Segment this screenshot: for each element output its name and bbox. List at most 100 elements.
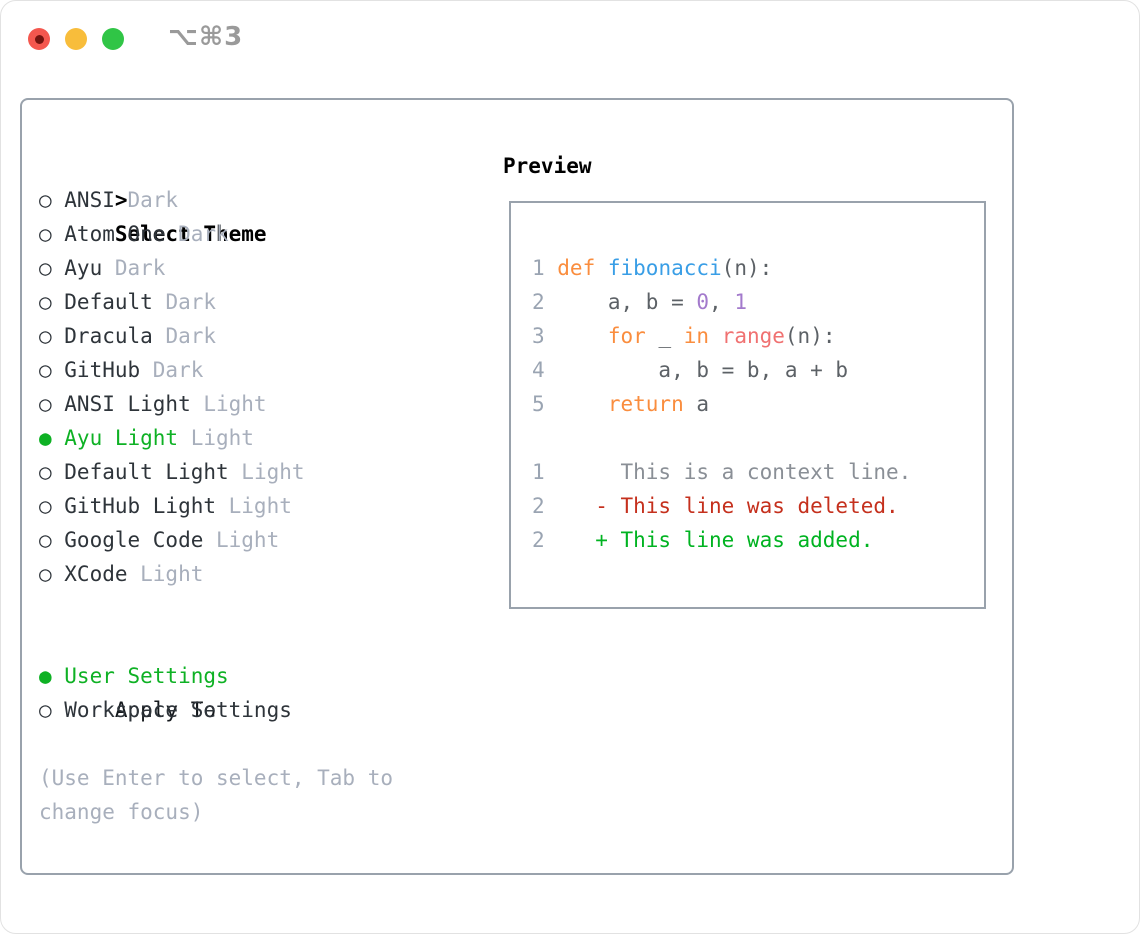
option-label: GitHub — [64, 358, 141, 382]
code-token — [709, 324, 722, 348]
theme-variant-label: Light — [216, 494, 292, 518]
radio-selected-icon: ● — [39, 664, 52, 688]
line-number: 3 — [532, 324, 545, 348]
radio-selected-icon: ● — [39, 426, 52, 450]
radio-unselected-icon: ○ — [39, 290, 52, 314]
code-line: 5 return a — [532, 387, 984, 421]
option-label: Ayu Light — [64, 426, 179, 450]
apply-option[interactable]: ●User Settings — [39, 659, 292, 693]
code-line: 2 a, b = 0, 1 — [532, 285, 984, 319]
theme-list: > Select Theme ○ANSI Dark○Atom One Dark○… — [39, 149, 305, 591]
theme-variant-label: Dark — [140, 358, 204, 382]
zoom-button[interactable] — [102, 28, 124, 50]
theme-option[interactable]: ○Google Code Light — [39, 523, 305, 557]
focus-caret-icon: > — [114, 188, 128, 212]
option-label: GitHub Light — [64, 494, 216, 518]
line-number: 2 — [532, 494, 545, 518]
code-line: 4 a, b = b, a + b — [532, 353, 984, 387]
code-token: return — [607, 392, 684, 416]
theme-option[interactable]: ○ GitHub Light Light — [39, 489, 305, 523]
theme-option[interactable]: ○ ANSI Dark — [39, 183, 305, 217]
line-number: 1 — [532, 460, 545, 484]
theme-variant-label: Light — [127, 562, 204, 586]
theme-option[interactable]: ○ANSI Light Light — [39, 387, 305, 421]
code-line: 2 - This line was deleted. — [532, 489, 984, 523]
theme-option[interactable]: ○ GitHub Dark — [39, 353, 305, 387]
radio-unselected-icon: ○ — [39, 188, 52, 212]
option-label: XCode — [64, 562, 128, 586]
code-token: a, b = — [557, 290, 697, 314]
radio-unselected-icon: ○ — [39, 460, 52, 484]
radio-unselected-icon: ○ — [39, 324, 52, 348]
radio-unselected-icon: ○ — [39, 562, 52, 586]
code-token: in — [683, 324, 710, 348]
option-label: Workspace Settings — [64, 698, 292, 722]
theme-variant-label: Light — [228, 460, 305, 484]
line-number: 4 — [532, 358, 545, 382]
option-label: ANSI — [64, 188, 115, 212]
theme-option[interactable]: ○ Atom One Dark — [39, 217, 305, 251]
theme-variant-label: Light — [203, 528, 280, 552]
theme-variant-label: Dark — [152, 324, 217, 348]
code-token — [557, 324, 608, 348]
code-token: (n): — [721, 256, 773, 280]
code-token: (n): — [784, 324, 836, 348]
theme-option[interactable]: ○ Dracula Dark — [39, 319, 305, 353]
close-dot-icon — [34, 34, 44, 44]
option-label: ANSI Light — [64, 392, 191, 416]
code-line: 3 for _ in range(n): — [532, 319, 984, 353]
radio-unselected-icon: ○ — [39, 528, 52, 552]
code-token: def — [557, 256, 596, 280]
option-label: Dracula — [64, 324, 153, 348]
line-number: 1 — [532, 256, 545, 280]
radio-unselected-icon: ○ — [39, 494, 52, 518]
code-line: 1 def fibonacci(n): — [532, 251, 984, 285]
apply-to-title: Apply To — [114, 698, 217, 722]
code-token: 0 — [696, 290, 710, 314]
theme-variant-label: Light — [178, 426, 254, 450]
window-shortcut-label: ⌥⌘3 — [168, 22, 244, 52]
theme-option[interactable]: ○ Default Dark — [39, 285, 305, 319]
code-token: - This line was deleted. — [557, 494, 899, 518]
theme-option[interactable]: ○ Ayu Dark — [39, 251, 305, 285]
code-line: 1 This is a context line. — [532, 455, 984, 489]
apply-to-header: Apply To — [39, 625, 292, 722]
code-token: fibonacci — [607, 256, 722, 280]
radio-unselected-icon: ○ — [39, 256, 52, 280]
code-token — [595, 256, 608, 280]
hint-text: (Use Enter to select, Tab to change focu… — [39, 761, 393, 829]
radio-unselected-icon: ○ — [39, 392, 52, 416]
code-token: a — [683, 392, 710, 416]
code-token: _ — [645, 324, 684, 348]
apply-option[interactable]: ○ Workspace Settings — [39, 693, 292, 727]
select-theme-header: > Select Theme — [39, 149, 305, 246]
theme-variant-label: Dark — [102, 256, 166, 280]
theme-variant-label: Dark — [165, 222, 229, 246]
code-token: for — [607, 324, 646, 348]
theme-option[interactable]: ○ XCode Light — [39, 557, 305, 591]
hint-line: change focus) — [39, 800, 204, 824]
code-token: a, b = b, a + b — [557, 358, 849, 382]
code-token: This is a context line. — [557, 460, 912, 484]
code-token: + This line was added. — [557, 528, 874, 552]
apply-to-section: Apply To ●User Settings ○ Workspace Settin… — [39, 625, 292, 727]
code-token: 1 — [734, 290, 747, 314]
radio-unselected-icon: ○ — [39, 222, 52, 246]
option-label: Default — [64, 290, 153, 314]
option-label: Atom One — [64, 222, 166, 246]
minimize-button[interactable] — [65, 28, 87, 50]
theme-option[interactable]: ● Ayu Light Light — [39, 421, 305, 455]
preview-title: Preview — [503, 154, 592, 178]
close-button[interactable] — [28, 28, 50, 50]
radio-unselected-icon: ○ — [39, 698, 52, 722]
theme-variant-label: Dark — [114, 188, 179, 212]
theme-variant-label: Dark — [152, 290, 217, 314]
select-theme-title: Select Theme — [114, 222, 267, 246]
theme-option[interactable]: ○Default Light Light — [39, 455, 305, 489]
code-token: , — [709, 290, 735, 314]
radio-unselected-icon: ○ — [39, 358, 52, 382]
option-label: Ayu — [64, 256, 103, 280]
